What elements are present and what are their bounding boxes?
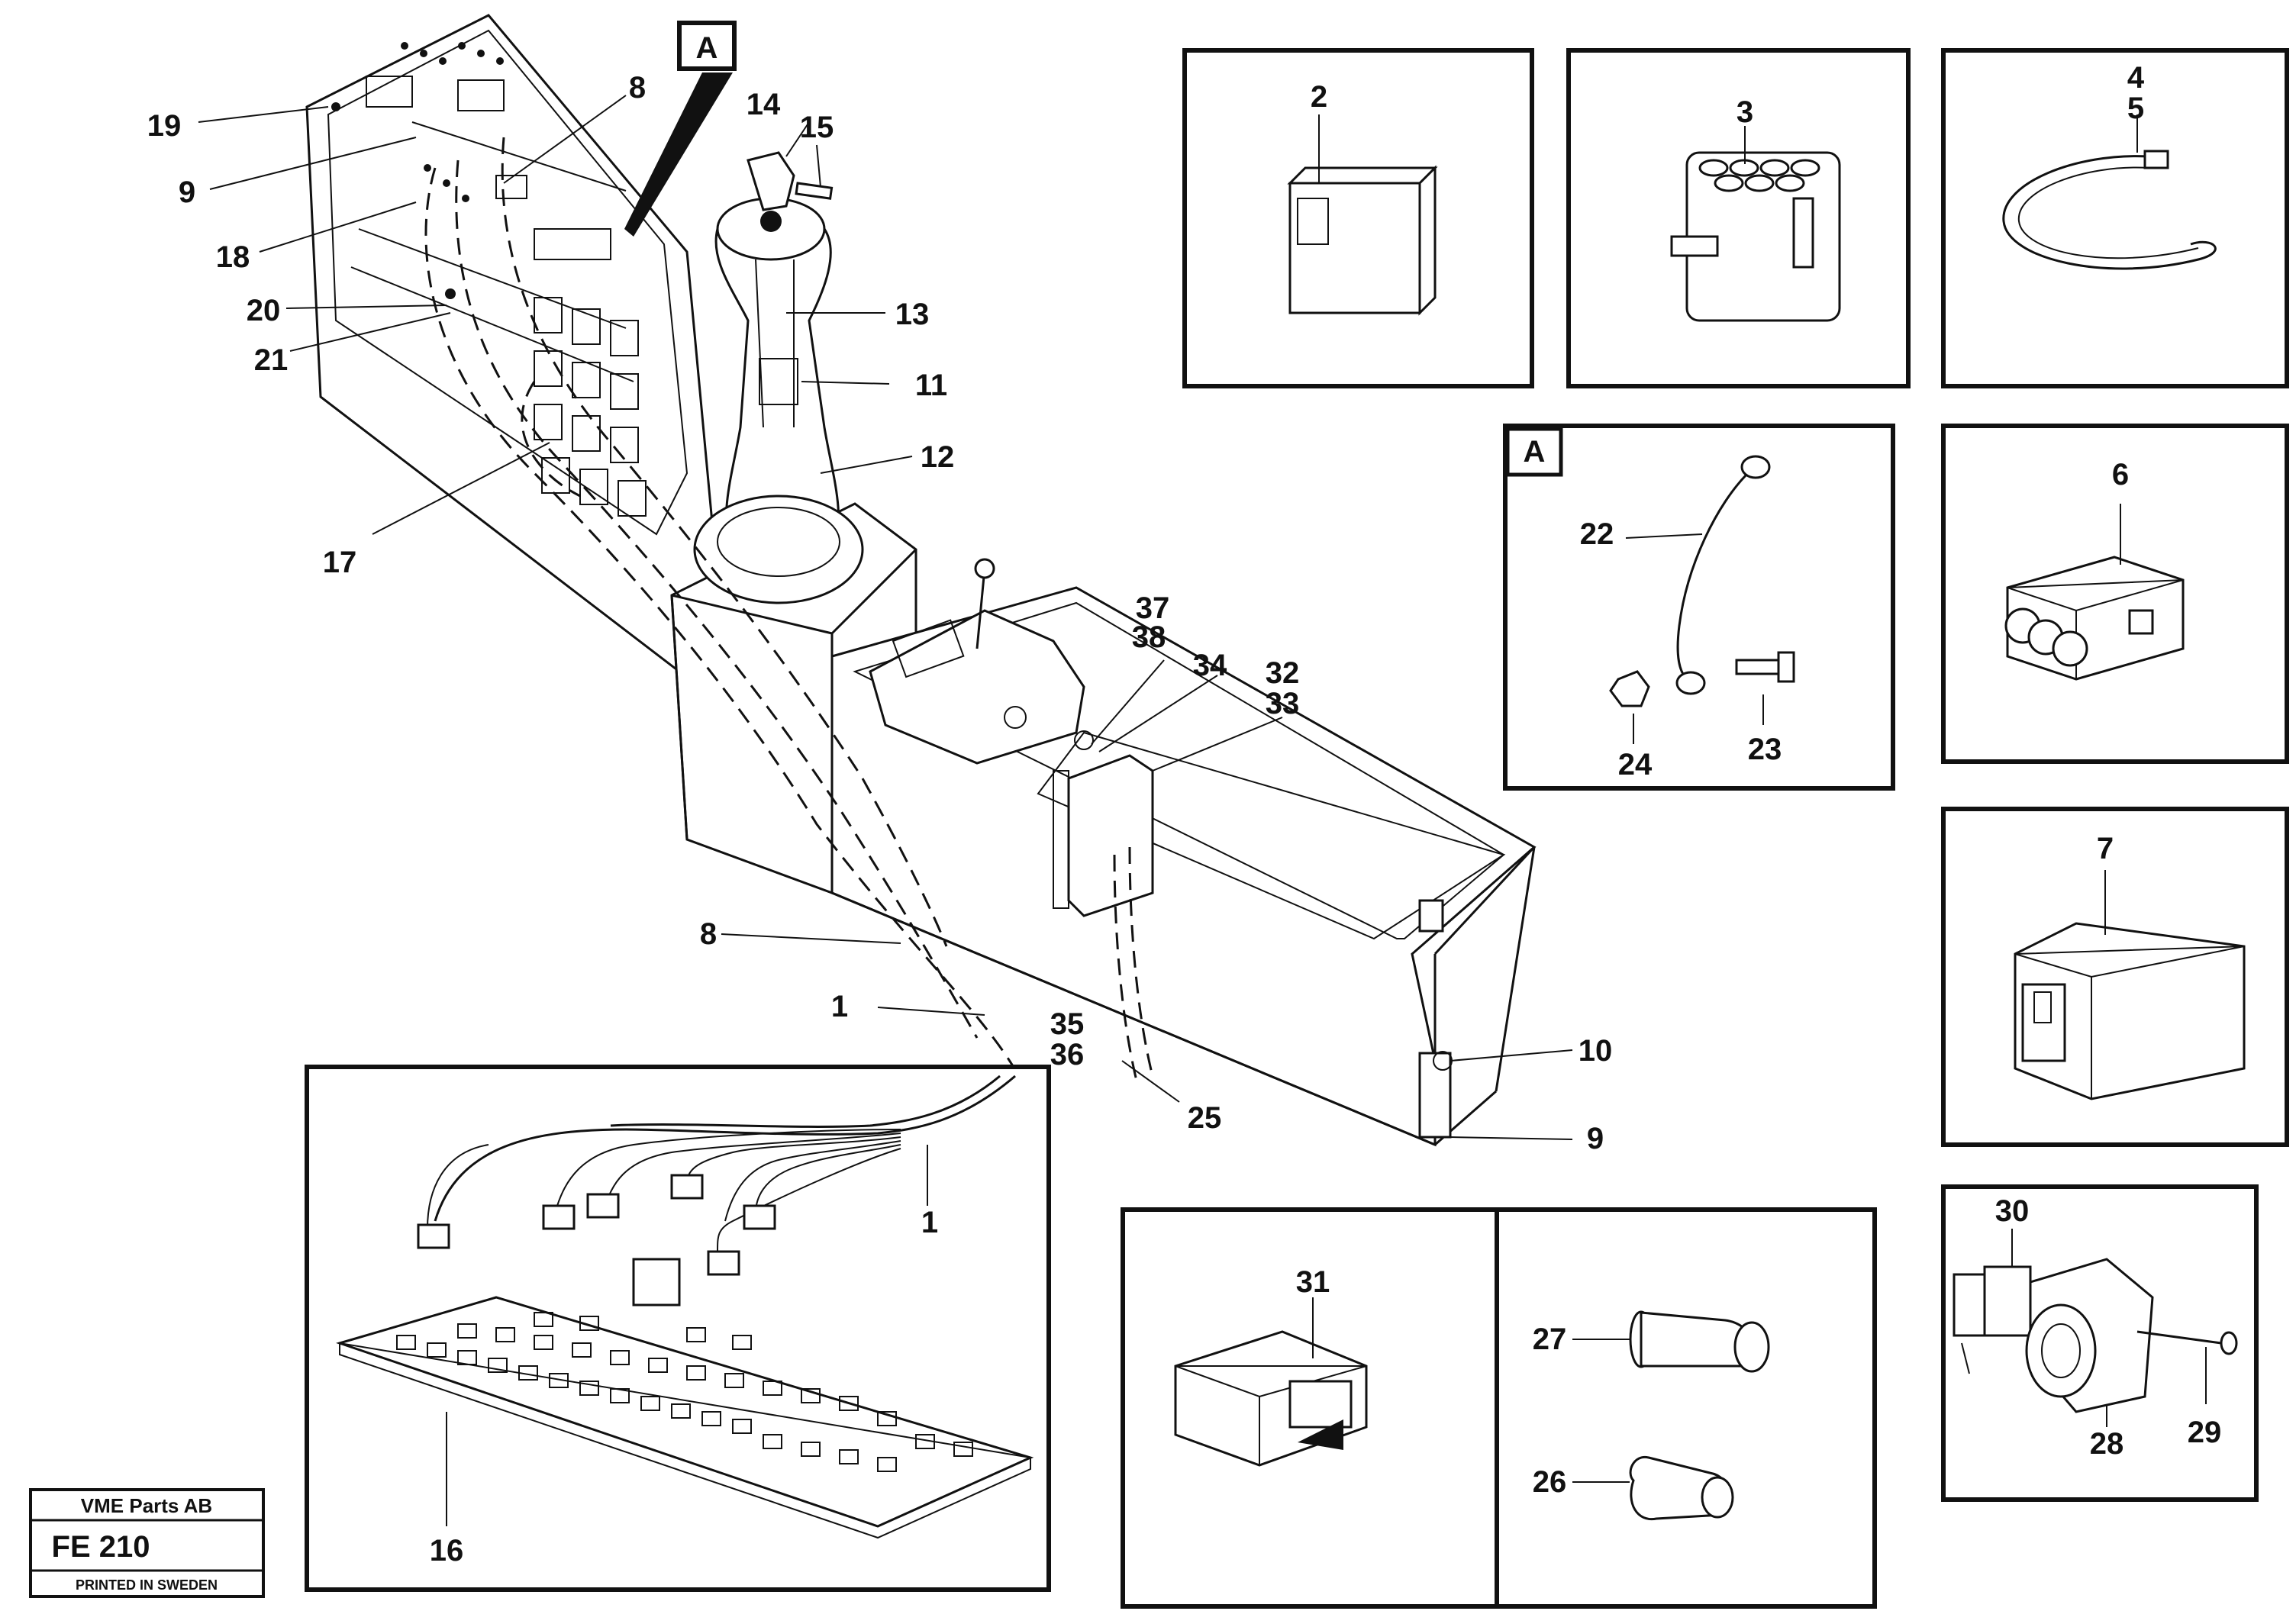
console-box [830, 558, 1537, 1147]
label-18: 18 [216, 240, 250, 274]
control-lever [693, 151, 864, 604]
label-31: 31 [1296, 1265, 1330, 1299]
detail-box-a: A 22 23 24 [1503, 424, 1895, 791]
label-8: 8 [629, 71, 646, 105]
label-1b: 1 [921, 1206, 938, 1239]
box-6-label: 6 [2112, 458, 2129, 491]
label-33: 33 [1266, 687, 1300, 720]
label-19: 19 [147, 109, 182, 143]
label-37: 37 [1136, 591, 1170, 625]
label-29: 29 [2188, 1416, 2222, 1449]
label-17: 17 [323, 546, 357, 579]
detail-box-31: 31 [1121, 1207, 1499, 1609]
detail-box-7: 7 [1941, 807, 2289, 1147]
label-28: 28 [2090, 1427, 2124, 1461]
label-12: 12 [921, 440, 955, 474]
label-23: 23 [1748, 733, 1782, 766]
label-32: 32 [1266, 656, 1300, 690]
instrument-panel [305, 14, 719, 674]
title-code: FE 210 [52, 1530, 150, 1564]
box-5-label: 5 [2127, 92, 2144, 125]
label-1: 1 [831, 990, 848, 1023]
label-20: 20 [247, 294, 281, 327]
label-8b: 8 [700, 917, 717, 951]
label-27: 27 [1533, 1323, 1567, 1356]
detail-box-3: 3 [1566, 48, 1911, 388]
box-3-label: 3 [1737, 95, 1753, 129]
label-21: 21 [254, 343, 289, 377]
label-16: 16 [430, 1534, 464, 1568]
detail-box-2: 2 [1182, 48, 1534, 388]
label-34: 34 [1193, 649, 1227, 682]
label-35: 35 [1050, 1007, 1085, 1041]
label-26: 26 [1533, 1465, 1567, 1499]
box-a-label: A [1524, 435, 1546, 469]
title-company: VME Parts AB [81, 1494, 212, 1517]
label-14: 14 [747, 88, 781, 121]
detail-box-26-27: 27 26 [1495, 1207, 1877, 1609]
title-block: VME Parts AB FE 210 PRINTED IN SWEDEN [29, 1488, 265, 1598]
label-15: 15 [800, 111, 834, 144]
label-24: 24 [1618, 748, 1653, 781]
detail-box-6: 6 [1941, 424, 2289, 764]
label-36: 36 [1050, 1038, 1085, 1071]
box-7-label: 7 [2097, 832, 2114, 865]
label-9: 9 [179, 176, 195, 209]
circuit-board-box: 1 16 [305, 1065, 1051, 1592]
main-labels: 19 9 8 18 20 21 17 14 15 13 11 12 37 38 … [147, 71, 1613, 1155]
box-4-label: 4 [2127, 61, 2145, 95]
label-9b: 9 [1587, 1122, 1604, 1155]
cable-harness [424, 137, 1154, 1084]
label-22: 22 [1580, 517, 1614, 551]
view-marker-a-text: A [696, 31, 718, 65]
label-25: 25 [1188, 1101, 1222, 1135]
detail-box-28-29-30: 30 28 29 [1941, 1184, 2259, 1502]
label-13: 13 [895, 298, 930, 331]
label-10: 10 [1578, 1034, 1613, 1068]
detail-box-4-5: 4 5 [1941, 48, 2289, 388]
main-assembly: A 19 9 8 [147, 14, 1613, 1155]
label-38: 38 [1132, 620, 1166, 654]
box-2-label: 2 [1311, 80, 1327, 114]
label-11: 11 [915, 369, 947, 402]
leader-lines [198, 95, 1573, 1140]
label-30: 30 [1995, 1194, 2030, 1228]
view-marker-a: A [624, 21, 737, 237]
title-printed: PRINTED IN SWEDEN [76, 1577, 218, 1593]
